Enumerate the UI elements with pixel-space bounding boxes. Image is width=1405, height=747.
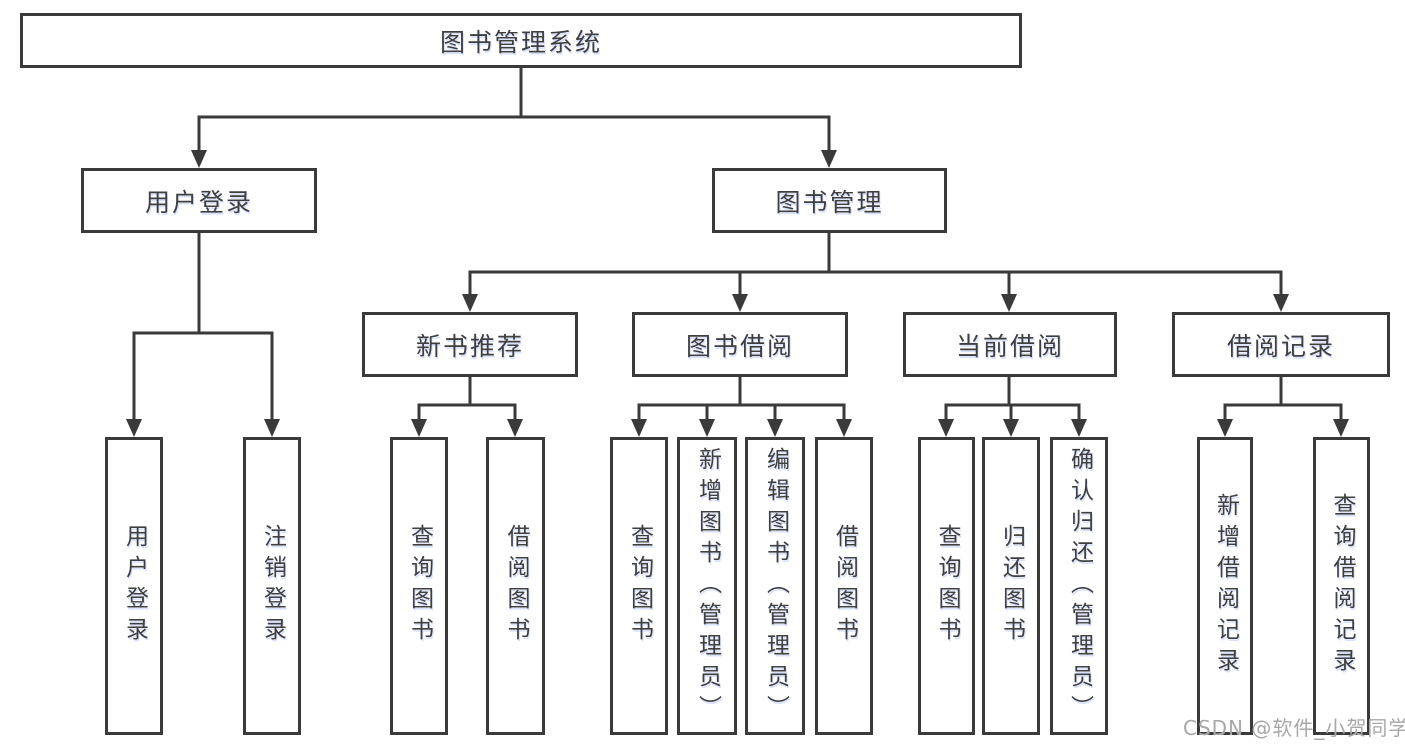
leaf-user-login: 用户登录 [105, 437, 163, 735]
node-current-borrow: 当前借阅 [903, 312, 1117, 377]
leaf-edit-books-admin-label: 编辑图书（管理员） [762, 446, 789, 726]
leaf-query-borrow-record: 查询借阅记录 [1313, 437, 1370, 735]
node-new-book-recommend: 新书推荐 [362, 312, 578, 377]
leaf-add-borrow-record: 新增借阅记录 [1197, 437, 1253, 735]
node-book-management: 图书管理 [712, 168, 947, 233]
leaf-return-books: 归还图书 [982, 437, 1040, 735]
node-book-management-label: 图书管理 [775, 187, 884, 217]
leaf-borrow-books-label: 借阅图书 [831, 524, 858, 648]
leaf-recommend-query-books-label: 查询图书 [406, 524, 433, 648]
csdn-watermark: CSDN @软件_小贺同学 [1183, 716, 1405, 740]
leaf-borrow-books: 借阅图书 [815, 437, 873, 735]
leaf-logout: 注销登录 [243, 437, 301, 735]
leaf-confirm-return-admin-label: 确认归还（管理员） [1066, 446, 1093, 726]
leaf-confirm-return-admin: 确认归还（管理员） [1050, 437, 1108, 735]
node-borrow-records: 借阅记录 [1172, 312, 1390, 377]
leaf-borrow-query-books-label: 查询图书 [626, 524, 653, 648]
node-book-borrow-label: 图书借阅 [685, 331, 794, 361]
node-borrow-records-label: 借阅记录 [1226, 331, 1335, 361]
leaf-current-query-books: 查询图书 [918, 437, 975, 735]
node-new-book-recommend-label: 新书推荐 [415, 331, 524, 361]
leaf-recommend-borrow-books: 借阅图书 [486, 437, 545, 735]
node-root: 图书管理系统 [20, 13, 1022, 68]
leaf-borrow-query-books: 查询图书 [610, 437, 668, 735]
node-user-login: 用户登录 [81, 168, 317, 233]
leaf-recommend-query-books: 查询图书 [390, 437, 448, 735]
leaf-return-books-label: 归还图书 [998, 524, 1025, 648]
leaf-add-borrow-record-label: 新增借阅记录 [1212, 493, 1239, 679]
leaf-user-login-label: 用户登录 [121, 524, 148, 648]
leaf-logout-label: 注销登录 [259, 524, 286, 648]
node-root-label: 图书管理系统 [439, 27, 602, 57]
leaf-add-books-admin-label: 新增图书（管理员） [694, 446, 721, 726]
leaf-query-borrow-record-label: 查询借阅记录 [1329, 493, 1355, 679]
node-user-login-label: 用户登录 [144, 187, 253, 217]
node-current-borrow-label: 当前借阅 [955, 331, 1064, 361]
leaf-recommend-borrow-books-label: 借阅图书 [503, 524, 529, 648]
node-book-borrow: 图书借阅 [632, 312, 848, 377]
leaf-current-query-books-label: 查询图书 [934, 524, 960, 648]
leaf-edit-books-admin: 编辑图书（管理员） [745, 437, 805, 735]
leaf-add-books-admin: 新增图书（管理员） [677, 437, 737, 735]
